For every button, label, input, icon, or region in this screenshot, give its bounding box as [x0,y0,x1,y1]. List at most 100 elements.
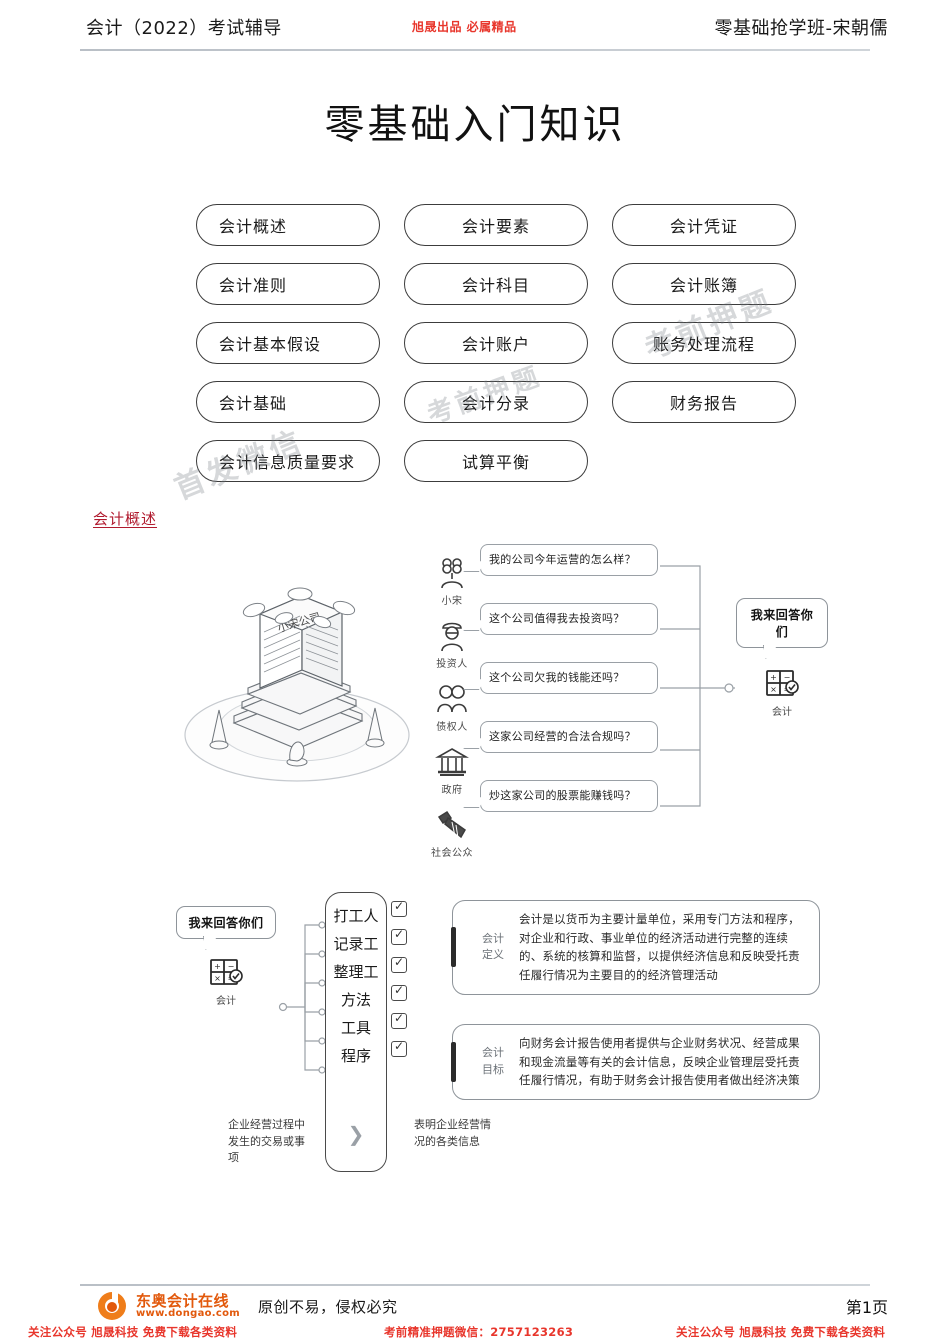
node-label: 会计 [772,707,792,718]
header-divider [80,49,870,51]
header-right-title: 零基础抢学班-宋朝儒 [714,18,888,39]
role-item-investor: 投资人 [424,619,480,682]
svg-text:−: − [784,673,791,682]
checklist-label: 程序 [340,1047,371,1065]
topic-chip-hui-ji-zhun-ze[interactable]: 会计准则 [196,263,380,305]
caption-output: 表明企业经营情况的各类信息 [414,1118,491,1148]
role-item-creditor: 债权人 [424,682,480,745]
topic-chip-cai-wu-bao-gao[interactable]: 财务报告 [612,381,796,423]
page-footer: 东奥会计在线 www.dongao.com 原创不易，侵权必究 第1页 关注公众… [0,1284,950,1344]
calculator-icon: +− ×= [766,670,799,696]
role-label: 政府 [441,785,463,796]
question-bubble-wrap: 这个公司欠我的钱能还吗？ [480,662,670,694]
answer-bubble: 我来回答你们 [736,598,828,648]
logo-url-text: www.dongao.com [136,1308,241,1319]
checkbox-gong-ju[interactable] [391,1011,407,1029]
topic-chip-hui-ji-ke-mu[interactable]: 会计科目 [404,263,588,305]
stakeholder-role-list: 小宋 投资人 [424,556,480,871]
card-accent-bar [451,1041,456,1082]
topic-chip-hui-ji-fen-lu[interactable]: 会计分录 [404,381,588,423]
person-icon [441,558,463,589]
accountant-answer-node-2: 我来回答你们 +− ×= 会计 [176,906,276,1007]
checkbox-fang-fa[interactable] [391,983,407,1001]
card-tag: 会计 定义 [473,931,513,964]
answer-bubble: 我来回答你们 [176,906,276,939]
topic-chip-hui-ji-zhang-bu[interactable]: 会计账簿 [612,263,796,305]
card-tag-line1: 会计 [482,1046,504,1060]
page-title: 零基础入门知识 [324,102,626,148]
checkbox-ji-lu-gong[interactable] [391,927,407,945]
topic-grid-row: 会计概述 会计要素 会计凭证 [196,204,796,246]
footer-slogan: 原创不易，侵权必究 [258,1298,398,1316]
topic-chip-zhang-wu-chu-li-liu-cheng[interactable]: 账务处理流程 [612,322,796,364]
accounting-role-checklist: 打工人 记录工 整理工 方法 工具 程序 ❯ [325,892,387,1172]
page-header: 会计（2022）考试辅导 旭晟出品 必属精品 零基础抢学班-宋朝儒 [0,0,950,52]
role-item-xiaosong: 小宋 [424,556,480,619]
stakeholder-diagram: 小宋公司 [0,538,950,878]
question-bubble-list: 我的公司今年运营的怎么样？ 这个公司值得我去投资吗？ 这个公司欠我的钱能还吗？ … [480,544,670,839]
investor-icon [441,622,463,652]
footer-divider [80,1284,870,1286]
logo-name-text: 东奥会计在线 [136,1292,230,1310]
question-bubble-wrap: 这家公司经营的合法合规吗？ [480,721,670,753]
svg-text:−: − [228,962,235,971]
question-bubble: 这家公司经营的合法合规吗？ [480,721,658,753]
checkbox-column [391,899,411,1069]
topic-grid-row: 会计基本假设 会计账户 账务处理流程 [196,322,796,364]
question-bubble-wrap: 炒这家公司的股票能赚钱吗？ [480,780,670,812]
dongao-logo-icon [98,1290,126,1320]
accountant-answer-node: 我来回答你们 +− ×= 会计 [736,598,828,718]
footer-promo-center: 考前精准押题微信：2757123263 [384,1325,574,1339]
question-bubble: 这个公司欠我的钱能还吗？ [480,662,658,694]
node-label: 会计 [216,996,236,1007]
checklist-label: 打工人 [333,907,379,925]
question-bubble-wrap: 这个公司值得我去投资吗？ [480,603,670,635]
definition-card-accounting-objective: 会计 目标 向财务会计报告使用者提供与企业财务状况、经营成果和现金流量等有关的会… [451,1024,820,1100]
creditor-icon [437,685,467,713]
checklist-label: 记录工 [333,935,379,953]
card-tag-line2: 定义 [482,948,504,962]
topic-chip-hui-ji-ji-chu[interactable]: 会计基础 [196,381,380,423]
svg-text:×: × [770,685,777,694]
topic-chip-hui-ji-zhang-hu[interactable]: 会计账户 [404,322,588,364]
topic-grid-row: 会计准则 会计科目 会计账簿 [196,263,796,305]
topic-chip-hui-ji-yao-su[interactable]: 会计要素 [404,204,588,246]
topic-chip-empty [612,440,796,482]
footer-promo-left: 关注公众号 旭晟科技 免费下载各类资料 [28,1325,238,1339]
checklist-label: 整理工 [333,963,379,981]
svg-text:+: + [214,962,221,971]
checklist-label: 方法 [340,991,371,1009]
government-bank-icon [435,748,469,776]
checklist-label: 工具 [340,1019,371,1037]
chevron-double-right-icon: ❯ [347,1122,365,1146]
calculator-icon: +− ×= [210,959,243,985]
card-body-text: 会计是以货币为主要计量单位，采用专门方法和程序，对企业和行政、事业单位的经济活动… [519,912,800,982]
topic-grid-row: 会计基础 会计分录 财务报告 [196,381,796,423]
topic-chip-hui-ji-ping-zheng[interactable]: 会计凭证 [612,204,796,246]
topic-grid-row: 会计信息质量要求 试算平衡 [196,440,796,482]
question-bubble: 这个公司值得我去投资吗？ [480,603,658,635]
caption-input: 企业经营过程中发生的交易或事项 [228,1118,305,1164]
topic-chip-hui-ji-gai-shu[interactable]: 会计概述 [196,204,380,246]
role-item-government: 政府 [424,745,480,808]
topic-chip-hui-ji-xin-xi-zhi-liang-yao-qiu[interactable]: 会计信息质量要求 [196,440,380,482]
svg-text:+: + [770,673,777,682]
accounting-work-diagram: 我来回答你们 +− ×= 会计 打工人 记录工 整理工 方法 工具 [0,892,950,1202]
checkbox-cheng-xu[interactable] [391,1039,407,1057]
topic-chip-hui-ji-ji-ben-jia-she[interactable]: 会计基本假设 [196,322,380,364]
checkbox-da-gong-ren[interactable] [391,899,407,917]
svg-text:×: × [214,974,221,983]
section-heading-hui-ji-gai-shu[interactable]: 会计概述 [93,510,158,528]
public-crowd-icon [437,810,466,839]
role-label: 小宋 [441,596,463,607]
definition-card-accounting-definition: 会计 定义 会计是以货币为主要计量单位，采用专门方法和程序，对企业和行政、事业单… [451,900,820,995]
card-tag: 会计 目标 [473,1045,513,1078]
topic-chip-shi-suan-ping-heng[interactable]: 试算平衡 [404,440,588,482]
role-label: 债权人 [436,722,468,733]
question-bubble-wrap: 我的公司今年运营的怎么样？ [480,544,670,576]
card-tag-line1: 会计 [482,931,504,945]
dongao-logo[interactable]: 东奥会计在线 www.dongao.com [92,1290,242,1322]
card-body-text: 向财务会计报告使用者提供与企业财务状况、经营成果和现金流量等有关的会计信息，反映… [519,1036,800,1088]
checkbox-zheng-li-gong[interactable] [391,955,407,973]
role-item-public: 社会公众 [424,808,480,871]
